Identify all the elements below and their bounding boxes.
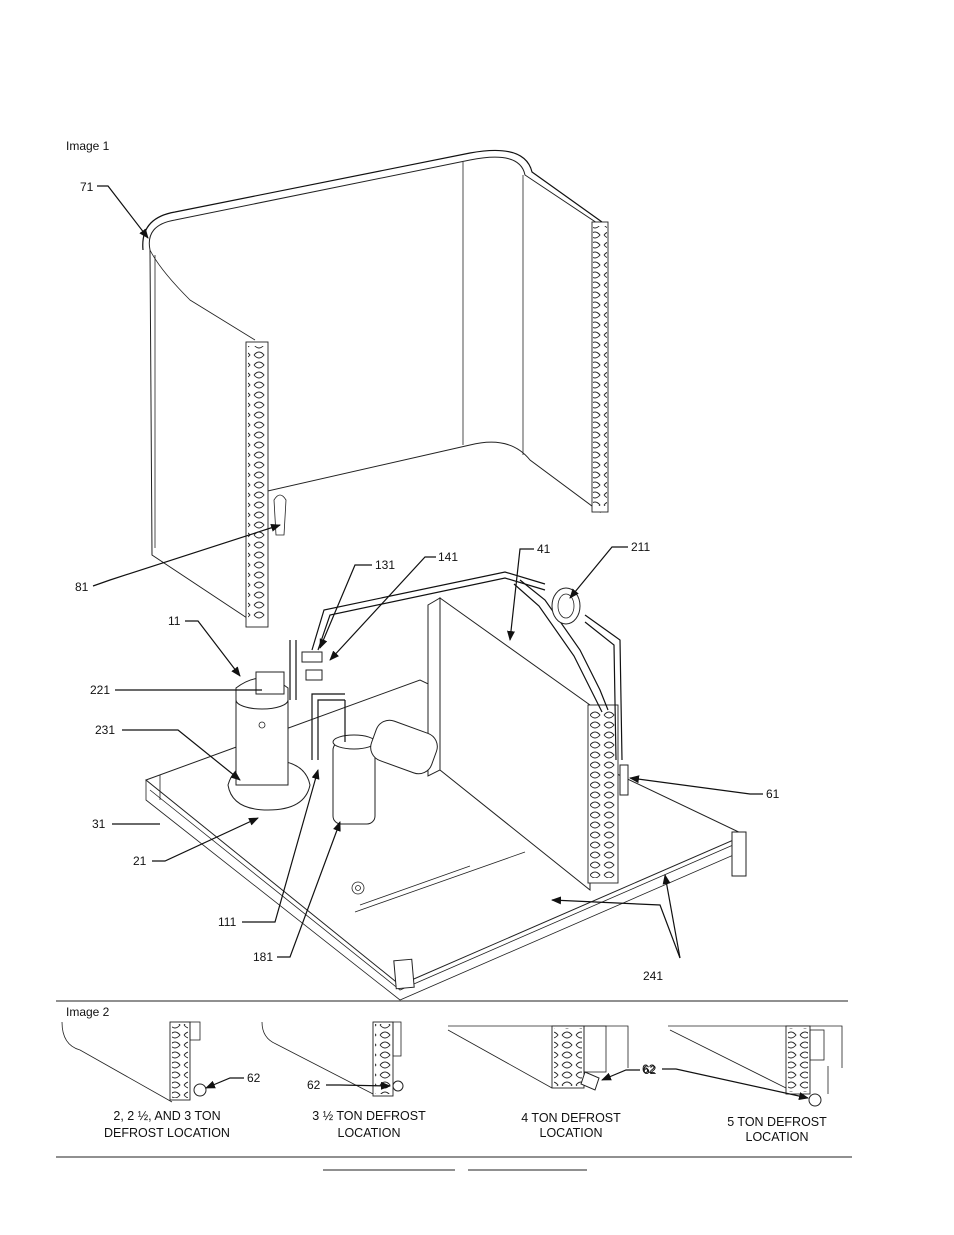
- defrost-thermostat: [619, 764, 629, 796]
- defrost-panel-4: 62 5 TON DEFROST LOCATION: [642, 1025, 843, 1144]
- callout-211: 211: [631, 540, 650, 554]
- accumulator: [311, 693, 438, 825]
- image1-title: Image 1: [66, 139, 110, 153]
- callout-221: 221: [90, 683, 110, 697]
- callout-71: 71: [80, 180, 94, 194]
- defrost-callout-1: 62: [247, 1071, 261, 1085]
- defrost-caption-1-line2: DEFROST LOCATION: [104, 1126, 230, 1140]
- callout-11: 11: [168, 614, 181, 628]
- defrost-caption-4-line1: 5 TON DEFROST: [727, 1115, 827, 1129]
- image2-title: Image 2: [66, 1005, 110, 1019]
- defrost-caption-3-line1: 4 TON DEFROST: [521, 1111, 621, 1125]
- callout-61: 61: [766, 787, 780, 801]
- defrost-caption-2-line1: 3 ½ TON DEFROST: [312, 1109, 426, 1123]
- defrost-caption-3-line2: LOCATION: [540, 1126, 603, 1140]
- back-panel: [427, 597, 619, 892]
- filter-drier: [551, 587, 581, 625]
- defrost-caption-2-line2: LOCATION: [338, 1126, 401, 1140]
- defrost-callout-3: 62: [643, 1063, 657, 1077]
- callout-31: 31: [92, 817, 106, 831]
- callout-81: 81: [75, 580, 89, 594]
- callout-241: 241: [643, 969, 663, 983]
- callout-131: 131: [375, 558, 395, 572]
- base-pan: [144, 679, 747, 1001]
- callout-111: 111: [218, 915, 237, 929]
- defrost-callout-2: 62: [307, 1078, 321, 1092]
- callout-141: 141: [438, 550, 458, 564]
- callout-41: 41: [537, 542, 551, 556]
- compressor: [227, 671, 311, 811]
- callout-21: 21: [133, 854, 147, 868]
- image1-callouts: 71 81 131 141 41 211 11 221 231 61 31 21…: [75, 180, 780, 983]
- defrost-panel-2: 62 3 ½ TON DEFROST LOCATION: [261, 1021, 426, 1140]
- callout-181: 181: [253, 950, 273, 964]
- defrost-callout-4: 62: [642, 1062, 656, 1076]
- defrost-caption-1-line1: 2, 2 ½, AND 3 TON: [113, 1109, 220, 1123]
- defrost-panel-1: 62 2, 2 ½, AND 3 TON DEFROST LOCATION: [61, 1021, 261, 1140]
- coil-enclosure: [142, 149, 609, 628]
- callout-231: 231: [95, 723, 115, 737]
- defrost-panel-3: 62 4 TON DEFROST LOCATION: [447, 1025, 657, 1140]
- defrost-caption-4-line2: LOCATION: [746, 1130, 809, 1144]
